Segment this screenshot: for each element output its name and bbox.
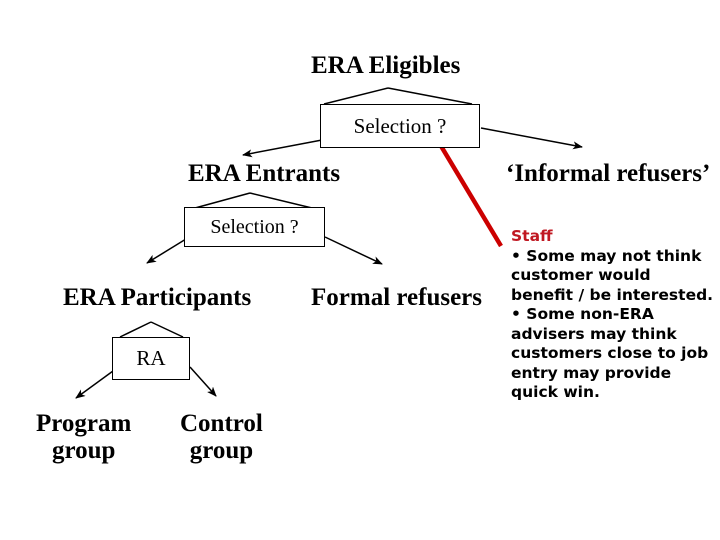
edge-ra-to-control-group	[189, 366, 217, 397]
edge-selection1-to-entrants	[242, 139, 323, 158]
edge-entrants-to-selection2-left	[194, 192, 251, 209]
program-group-line-2: group	[51, 437, 116, 464]
node-era-participants: ERA Participants	[63, 284, 252, 311]
program-group-line-1: Program	[36, 410, 132, 437]
edge-selection2-to-participants	[146, 238, 187, 264]
node-formal-refusers: Formal refusers	[311, 284, 483, 311]
node-era-entrants: ERA Entrants	[188, 160, 341, 187]
node-era-eligibles: ERA Eligibles	[311, 52, 461, 79]
edge-eligibles-to-selection-left	[323, 87, 389, 105]
node-control-group: Control group	[180, 410, 263, 464]
box-selection-1: Selection ?	[320, 104, 480, 148]
staff-annotation: Staff • Some may not think customer woul…	[511, 227, 716, 403]
edge-selection2-to-formal	[324, 236, 383, 265]
edge-selection1-to-informal	[480, 127, 583, 150]
control-group-line-1: Control	[180, 410, 263, 437]
edge-participants-to-ra-right	[150, 321, 184, 338]
edge-participants-to-ra-left	[119, 321, 152, 338]
node-program-group: Program group	[36, 410, 131, 464]
staff-annotation-bullet-2: • Some non-ERA advisers may think custom…	[511, 305, 709, 402]
edge-entrants-to-selection2-right	[249, 192, 313, 209]
box-random-assignment: RA	[112, 337, 190, 380]
edge-eligibles-to-selection-right	[387, 87, 473, 105]
edge-selection1-to-staff-note	[439, 144, 503, 248]
node-informal-refusers: ‘Informal refusers’	[506, 160, 711, 187]
staff-annotation-bullet-1: • Some may not think customer would bene…	[511, 246, 714, 304]
edge-ra-to-program-group	[75, 370, 114, 399]
box-selection-2: Selection ?	[184, 207, 325, 247]
control-group-line-2: group	[189, 437, 254, 464]
staff-annotation-heading: Staff	[511, 227, 553, 245]
